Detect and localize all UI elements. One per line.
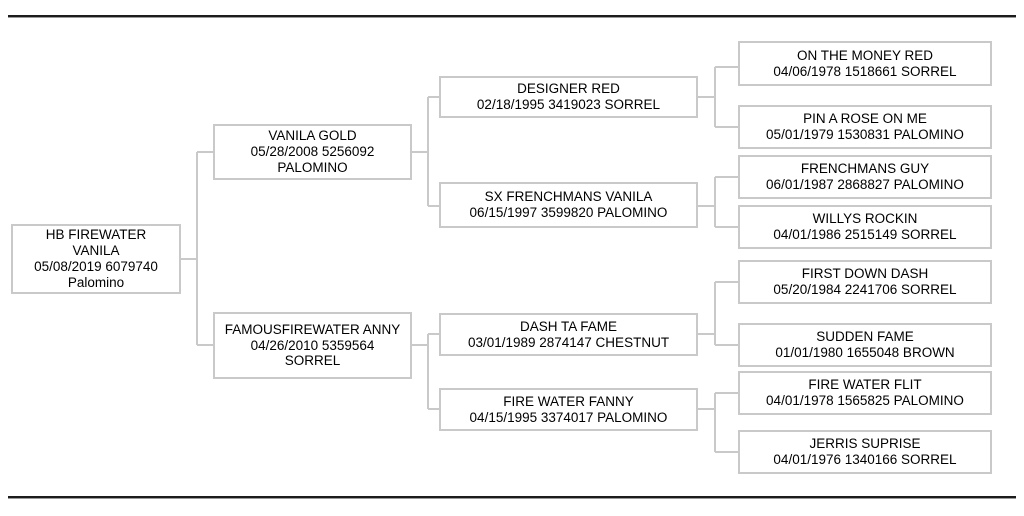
node-dam-detail: 04/26/2010 5359564 xyxy=(250,337,375,353)
node-g4-7[interactable]: FIRE WATER FLIT 04/01/1978 1565825 PALOM… xyxy=(738,371,992,415)
node-dam-dam[interactable]: FIRE WATER FANNY 04/15/1995 3374017 PALO… xyxy=(439,388,698,431)
node-g4-1-name: ON THE MONEY RED xyxy=(796,47,934,63)
node-sire[interactable]: VANILA GOLD 05/28/2008 5256092 PALOMINO xyxy=(213,124,412,180)
node-g4-2[interactable]: PIN A ROSE ON ME 05/01/1979 1530831 PALO… xyxy=(738,105,992,149)
node-sire-dam-name: SX FRENCHMANS VANILA xyxy=(484,189,653,205)
node-sire-name: VANILA GOLD xyxy=(268,128,357,144)
node-dam-dam-name: FIRE WATER FANNY xyxy=(503,393,634,409)
node-root-detail: 05/08/2019 6079740 xyxy=(34,259,158,274)
node-root[interactable]: HB FIREWATER VANILA 05/08/2019 6079740 P… xyxy=(11,224,181,294)
node-sire-detail: 05/28/2008 5256092 xyxy=(250,144,375,160)
node-g4-2-name: PIN A ROSE ON ME xyxy=(803,111,927,127)
node-g4-7-name: FIRE WATER FLIT xyxy=(808,377,922,393)
node-dam-sire-name: DASH TA FAME xyxy=(519,318,618,334)
node-root-color: Palomino xyxy=(67,274,125,290)
node-g4-6-name: SUDDEN FAME xyxy=(816,329,914,345)
node-dam-dam-detail: 04/15/1995 3374017 PALOMINO xyxy=(469,409,668,425)
node-g4-8[interactable]: JERRIS SUPRISE 04/01/1976 1340166 SORREL xyxy=(738,430,992,474)
node-g4-6[interactable]: SUDDEN FAME 01/01/1980 1655048 BROWN xyxy=(738,323,992,367)
node-sire-sire[interactable]: DESIGNER RED 02/18/1995 3419023 SORREL xyxy=(439,76,698,118)
node-sire-sire-name: DESIGNER RED xyxy=(517,81,620,97)
node-sire-color: PALOMINO xyxy=(277,159,348,175)
node-dam[interactable]: FAMOUSFIREWATER ANNY 04/26/2010 5359564 … xyxy=(213,312,412,379)
bottom-divider-rule xyxy=(8,496,1016,499)
node-g4-5[interactable]: FIRST DOWN DASH 05/20/1984 2241706 SORRE… xyxy=(738,260,992,304)
node-g4-8-name: JERRIS SUPRISE xyxy=(809,436,921,452)
node-g4-6-detail: 01/01/1980 1655048 BROWN xyxy=(775,345,955,360)
node-g4-3-detail: 06/01/1987 2868827 PALOMINO xyxy=(766,177,964,192)
node-dam-sire[interactable]: DASH TA FAME 03/01/1989 2874147 CHESTNUT xyxy=(439,313,698,356)
node-dam-name: FAMOUSFIREWATER ANNY xyxy=(224,321,401,337)
node-g4-3[interactable]: FRENCHMANS GUY 06/01/1987 2868827 PALOMI… xyxy=(738,155,992,199)
node-dam-sire-detail: 03/01/1989 2874147 CHESTNUT xyxy=(467,334,670,350)
node-root-name-line2: VANILA xyxy=(72,243,120,259)
node-g4-3-name: FRENCHMANS GUY xyxy=(800,161,930,177)
node-g4-4-detail: 04/01/1986 2515149 SORREL xyxy=(773,227,957,242)
node-g4-5-detail: 05/20/1984 2241706 SORREL xyxy=(773,282,957,297)
node-g4-1-detail: 04/06/1978 1518661 SORREL xyxy=(773,63,957,79)
node-g4-7-detail: 04/01/1978 1565825 PALOMINO xyxy=(766,393,964,408)
node-g4-8-detail: 04/01/1976 1340166 SORREL xyxy=(773,452,957,467)
node-dam-color: SORREL xyxy=(284,353,341,369)
node-sire-dam[interactable]: SX FRENCHMANS VANILA 06/15/1997 3599820 … xyxy=(439,182,698,228)
node-sire-sire-detail: 02/18/1995 3419023 SORREL xyxy=(476,97,661,112)
node-sire-dam-detail: 06/15/1997 3599820 PALOMINO xyxy=(469,205,668,220)
node-g4-2-detail: 05/01/1979 1530831 PALOMINO xyxy=(766,127,964,142)
node-g4-1[interactable]: ON THE MONEY RED 04/06/1978 1518661 SORR… xyxy=(738,41,992,86)
node-root-name: HB FIREWATER xyxy=(45,227,147,243)
node-g4-5-name: FIRST DOWN DASH xyxy=(801,266,929,282)
node-g4-4-name: WILLYS ROCKIN xyxy=(812,211,918,227)
top-divider-rule xyxy=(8,15,1016,18)
node-g4-4[interactable]: WILLYS ROCKIN 04/01/1986 2515149 SORREL xyxy=(738,205,992,249)
